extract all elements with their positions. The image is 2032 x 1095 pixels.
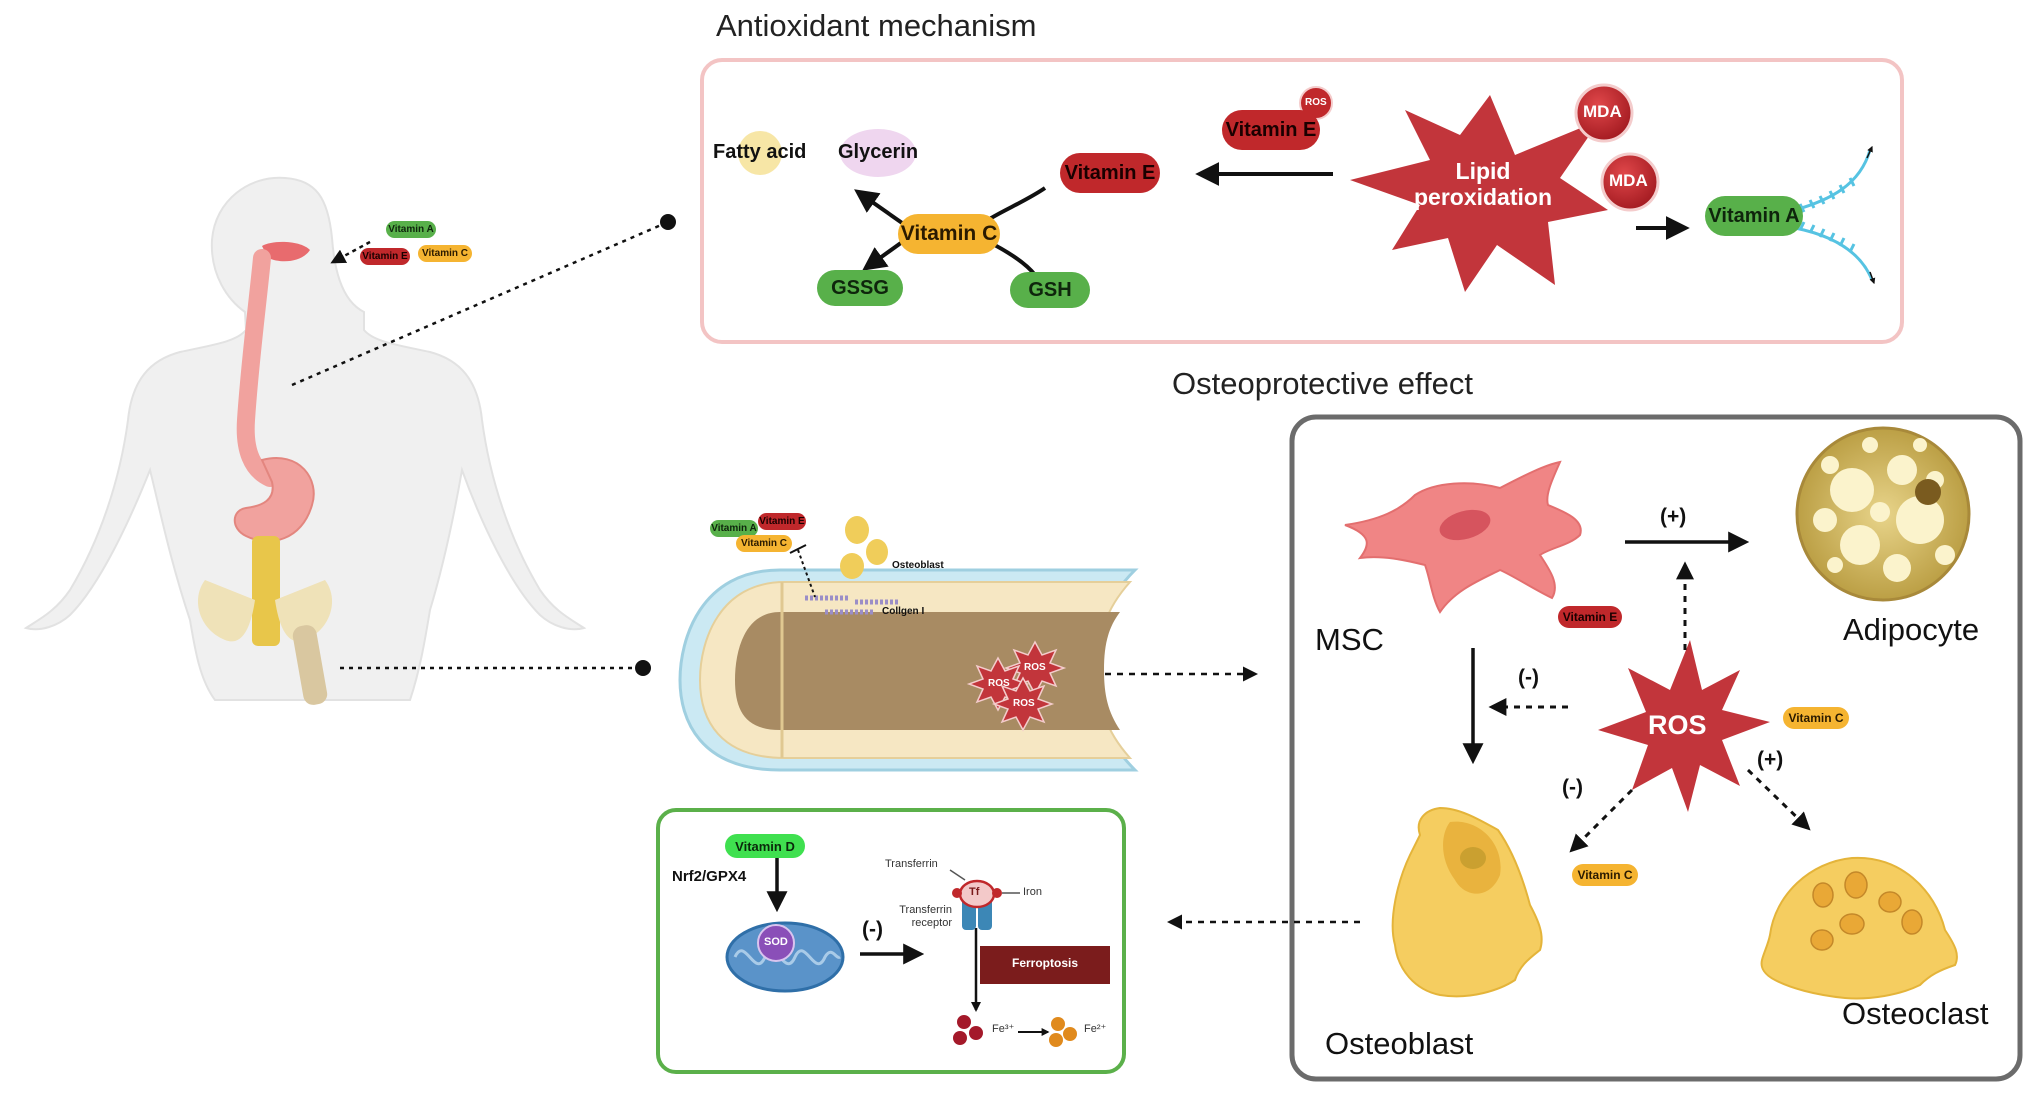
ferroptosis-label: Ferroptosis xyxy=(1011,956,1078,970)
bone-ros-star-3 xyxy=(991,676,1055,732)
leader-dot-bone xyxy=(635,660,651,676)
minus-diag-label: (-) xyxy=(1562,776,1583,799)
mouth-vitamin-c: Vitamin C xyxy=(418,245,472,262)
osteo-vitamin-c-1: Vitamin C xyxy=(1783,707,1849,729)
tf-label: Tf xyxy=(969,886,980,898)
inhibit-line xyxy=(797,549,816,598)
bone-ros-label-2: ROS xyxy=(988,678,1010,689)
osteo-vitamin-c-2: Vitamin C xyxy=(1572,864,1638,886)
lipid-peroxidation-label: Lipid peroxidation xyxy=(1413,158,1552,211)
ferroptosis-box xyxy=(980,946,1110,984)
glycerin-label: Glycerin xyxy=(838,141,919,163)
arrow-to-glycerin xyxy=(854,189,907,227)
glycerin-blob xyxy=(840,129,916,177)
sod-label: SOD xyxy=(764,936,788,948)
leader-dot-antioxidant xyxy=(660,214,676,230)
mda-circle-1 xyxy=(1574,83,1634,143)
arrow-ros-to-osteoclast xyxy=(1746,768,1811,831)
nrf2-label: Nrf2/GPX4 xyxy=(672,868,747,885)
fe2-label: Fe²⁺ xyxy=(1084,1023,1107,1035)
plus-top-label: (+) xyxy=(1660,505,1687,528)
ferroptosis-panel xyxy=(656,808,1126,1074)
arrow-to-gssg xyxy=(862,238,907,271)
bone-ros-label-1: ROS xyxy=(1024,662,1046,673)
tail-arrow-1 xyxy=(1866,145,1873,159)
adipocyte-label: Adipocyte xyxy=(1843,612,1980,647)
osteoblast-small-label: Osteoblast xyxy=(892,560,944,571)
fe2-particles xyxy=(1049,1017,1077,1047)
mouth-vitamin-a: Vitamin A xyxy=(386,221,436,238)
osteoblast-cell xyxy=(1391,806,1543,998)
small-osteoblasts xyxy=(840,516,888,579)
mitochondrion xyxy=(725,921,845,993)
fe3-label: Fe³⁺ xyxy=(992,1023,1015,1035)
lipid-tails xyxy=(1794,149,1874,281)
osteo-ros-star xyxy=(1598,640,1770,812)
msc-label: MSC xyxy=(1315,622,1384,657)
fe3-particles xyxy=(953,1015,983,1045)
plus-diag-label: (+) xyxy=(1757,748,1784,771)
osteoblast-label: Osteoblast xyxy=(1325,1026,1474,1061)
lipid-peroxidation-star xyxy=(1350,95,1608,292)
gsh-pill: GSH xyxy=(1010,272,1090,308)
osteoprotective-title: Osteoprotective effect xyxy=(1172,366,1473,401)
transferrin-receptor xyxy=(949,869,1020,1012)
transferrin-receptor-label: Transferrin receptor xyxy=(899,904,952,930)
iron-label: Iron xyxy=(1023,886,1042,898)
osteo-vitamin-e: Vitamin E xyxy=(1558,606,1622,628)
mda-label-2: MDA xyxy=(1609,171,1648,190)
vitamin-e-ros-pill: Vitamin E xyxy=(1222,110,1320,150)
bone-illustration xyxy=(678,568,1139,772)
mda-circle-2 xyxy=(1600,152,1660,212)
minus-left-label: (-) xyxy=(1518,666,1539,689)
arrow-ros-to-osteoblast xyxy=(1569,788,1634,853)
mouth-vitamin-e: Vitamin E xyxy=(360,248,410,265)
bone-vitamin-e: Vitamin E xyxy=(758,513,806,530)
vitamin-d-pill: Vitamin D xyxy=(725,834,805,858)
vitamin-a-pill: Vitamin A xyxy=(1705,196,1803,236)
collagen-label: Collgen I xyxy=(882,606,925,617)
mda-label-1: MDA xyxy=(1583,102,1622,121)
bone-vitamin-c: Vitamin C xyxy=(736,535,792,552)
adipocyte-cell xyxy=(1795,426,1971,602)
intake-arrow xyxy=(330,240,371,264)
human-body-figure xyxy=(23,176,587,705)
msc-nucleus xyxy=(1439,509,1491,541)
gssg-pill: GSSG xyxy=(817,270,903,306)
collagen-strands xyxy=(805,595,900,615)
inhibit-bar xyxy=(789,544,807,554)
bone-vitamin-a: Vitamin A xyxy=(710,520,758,537)
transferrin-label: Transferrin xyxy=(885,858,938,870)
vitamin-c-pill: Vitamin C xyxy=(898,214,1000,254)
osteoclast-nuclei xyxy=(1810,871,1923,951)
fatty-acid-label: Fatty acid xyxy=(713,141,807,163)
osteo-ros-label: ROS xyxy=(1648,710,1707,740)
ros-small-label: ROS xyxy=(1305,97,1327,108)
mito-minus-label: (-) xyxy=(862,918,883,941)
bone-ros-label-3: ROS xyxy=(1013,698,1035,709)
antioxidant-title: Antioxidant mechanism xyxy=(716,8,1037,43)
fatty-acid-blob xyxy=(738,131,782,175)
osteoblast-nucleolus xyxy=(1460,847,1486,869)
vitamin-e-pill: Vitamin E xyxy=(1060,153,1160,193)
tail-arrow-2 xyxy=(1869,271,1876,285)
osteoclast-label: Osteoclast xyxy=(1842,996,1989,1031)
